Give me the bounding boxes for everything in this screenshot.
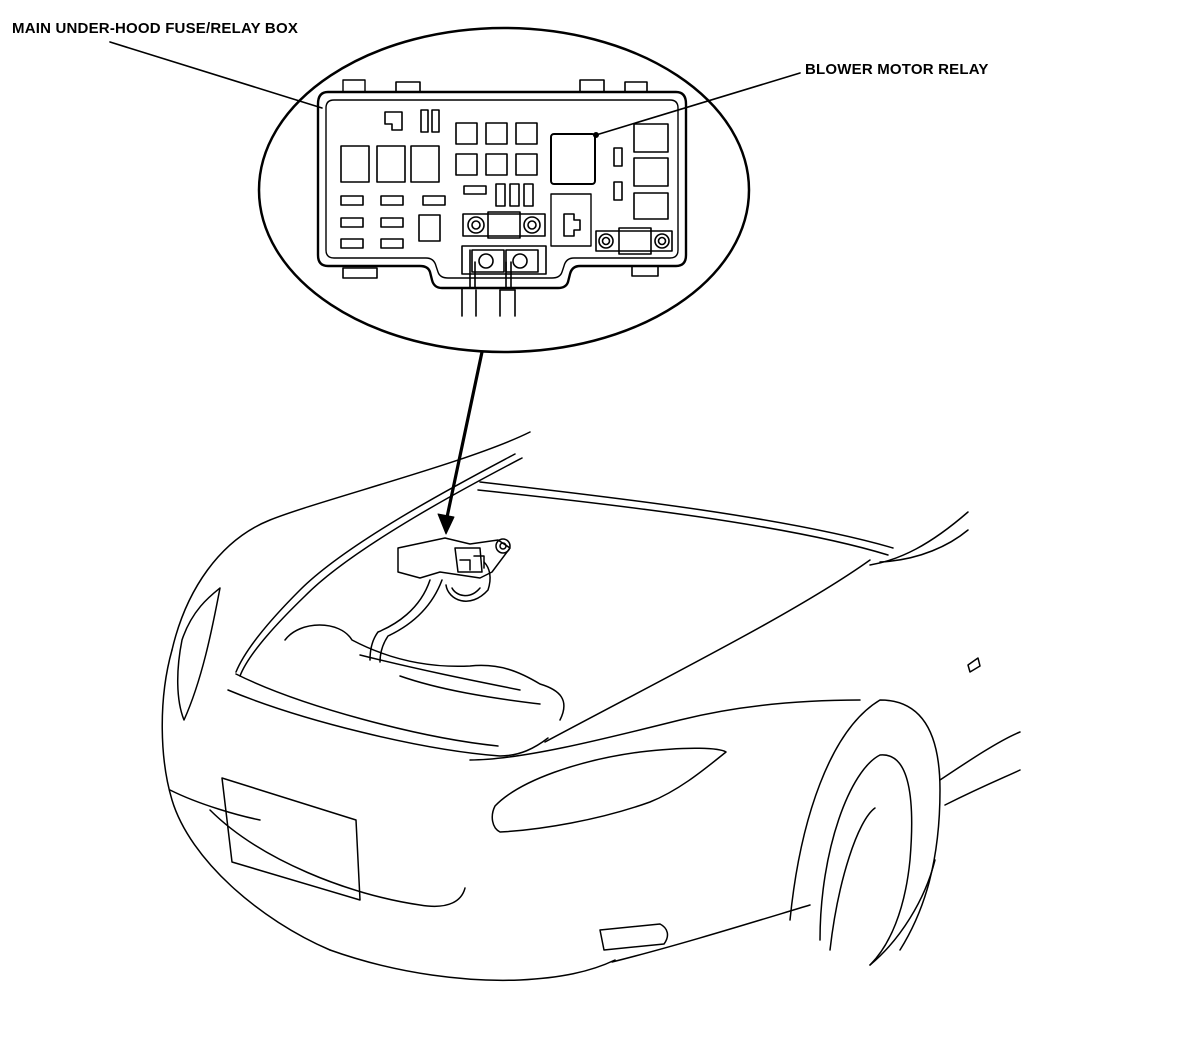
blower-motor-relay <box>550 133 596 185</box>
location-arrow <box>437 350 484 535</box>
detail-ellipse <box>257 26 751 354</box>
blower-relay-leader <box>595 72 801 136</box>
car-outline <box>161 431 1021 982</box>
fuse-box-leader <box>109 41 323 109</box>
fuse-relay-box <box>316 79 688 317</box>
blower-relay-label: BLOWER MOTOR RELAY <box>805 61 989 78</box>
fuse-box-label: MAIN UNDER-HOOD FUSE/RELAY BOX <box>12 20 299 37</box>
